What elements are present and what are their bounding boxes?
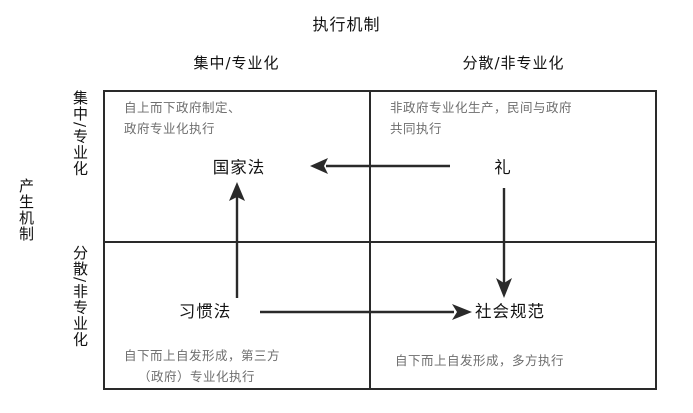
cell-bottom-left-title: 习惯法	[178, 302, 232, 321]
row-header-centralized: 集中/专业化	[71, 90, 89, 177]
column-header-centralized: 集中/专业化	[193, 54, 280, 72]
cell-top-left-description: 自上而下政府制定、 政府专业化执行	[124, 97, 359, 139]
cell-top-right-description-line2: 共同执行	[390, 121, 443, 136]
cell-bottom-right-title: 社会规范	[475, 302, 545, 321]
arrow-xiguanfa-to-shehuiguifan	[260, 296, 472, 332]
matrix-vertical-divider	[369, 90, 371, 390]
cell-top-right-description: 非政府专业化生产，民间与政府 共同执行	[390, 97, 645, 139]
page-title: 执行机制	[312, 15, 381, 34]
cell-bottom-left-description: 自下而上自发形成，第三方 （政府）专业化执行	[124, 345, 364, 387]
cell-bottom-left-description-line1: 自下而上自发形成，第三方	[124, 348, 281, 363]
y-axis-label: 产生机制	[17, 178, 35, 242]
cell-top-right-title: 礼	[494, 158, 512, 177]
arrow-up-icon	[229, 182, 245, 298]
cell-top-left-description-line1: 自上而下政府制定、	[124, 100, 242, 115]
arrow-xiguanfa-to-guojiafa	[225, 182, 257, 302]
arrow-right-icon	[260, 304, 472, 320]
cell-top-right-description-line1: 非政府专业化生产，民间与政府	[390, 100, 573, 115]
matrix-horizontal-divider	[103, 241, 657, 243]
cell-top-left-description-line2: 政府专业化执行	[124, 121, 216, 136]
cell-bottom-right-description-line1: 自下而上自发形成，多方执行	[395, 353, 565, 368]
cell-bottom-right-description: 自下而上自发形成，多方执行	[395, 350, 650, 371]
cell-bottom-left-description-line2: （政府）专业化执行	[138, 369, 256, 384]
cell-top-left-title: 国家法	[212, 158, 266, 177]
column-header-decentralized: 分散/非专业化	[462, 54, 565, 72]
matrix-frame	[103, 90, 657, 390]
arrow-li-to-guojiafa	[310, 150, 450, 186]
row-header-decentralized: 分散/非专业化	[71, 245, 89, 348]
arrow-left-icon	[310, 158, 450, 174]
arrow-down-icon	[496, 188, 512, 298]
arrow-li-to-shehuiguifan	[492, 188, 524, 302]
